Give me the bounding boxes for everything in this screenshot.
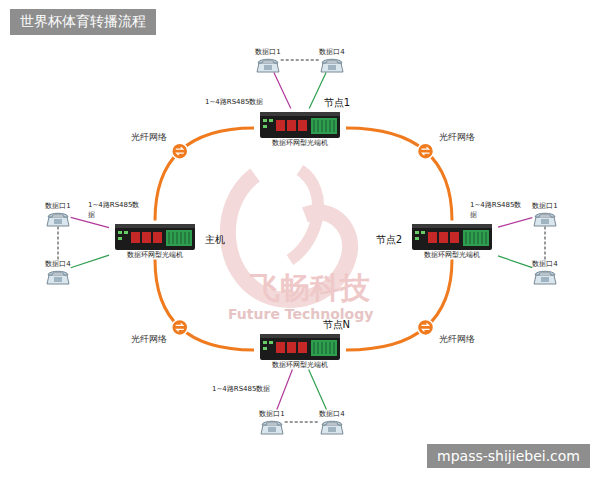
port-label: 数据口4 xyxy=(319,410,344,419)
phone-icon xyxy=(256,57,280,73)
source-banner: mpass-shijiebei.com xyxy=(427,444,590,468)
signal-label: 1~4路RS485数据 xyxy=(212,384,282,394)
data-wire xyxy=(309,370,327,410)
fiber-icon-disc xyxy=(172,319,188,335)
optical-transceiver xyxy=(259,109,341,139)
fiber-ring xyxy=(155,260,254,351)
fiber-icon-disc xyxy=(172,143,188,159)
edge-label: 光纤网络 xyxy=(130,131,168,144)
fiber-icon xyxy=(418,319,434,335)
data-port: 数据口1 xyxy=(45,202,70,227)
data-port: 数据口4 xyxy=(532,260,557,285)
fiber-icon xyxy=(172,319,188,335)
port-label: 数据口1 xyxy=(45,202,70,211)
fiber-icon-arrows xyxy=(422,147,430,155)
phone-icon xyxy=(320,57,344,73)
fiber-icon-arrows xyxy=(176,147,184,155)
data-wire xyxy=(309,73,326,109)
data-port: 数据口1 xyxy=(255,48,280,73)
fiber-node: 数据环网型光端机节点2 xyxy=(406,221,498,260)
phone-icon xyxy=(533,211,557,227)
phone-icon xyxy=(320,419,344,435)
fiber-icon-disc xyxy=(418,319,434,335)
watermark-text: 飞畅科技 xyxy=(250,268,410,309)
optical-transceiver xyxy=(114,221,196,251)
fiber-icon-disc xyxy=(418,143,434,159)
port-label: 数据口1 xyxy=(259,410,284,419)
model-label: 数据环网型光端机 xyxy=(109,251,201,260)
dashed-link xyxy=(281,60,320,61)
optical-transceiver xyxy=(411,221,493,251)
model-label: 数据环网型光端机 xyxy=(254,139,346,148)
title-banner: 世界杯体育转播流程 xyxy=(10,9,156,35)
signal-label: 1~4路RS485数据 xyxy=(88,200,140,220)
fiber-node: 数据环网型光端机节点1 xyxy=(254,109,346,148)
data-wire xyxy=(498,256,532,268)
data-port: 数据口4 xyxy=(45,260,70,285)
data-port: 数据口1 xyxy=(532,202,557,227)
phone-icon xyxy=(533,269,557,285)
data-wire xyxy=(274,73,291,109)
fiber-icon xyxy=(418,143,434,159)
node-name: 节点2 xyxy=(376,233,402,247)
watermark-swirl xyxy=(290,170,318,260)
edge-label: 光纤网络 xyxy=(438,333,476,346)
dashed-link xyxy=(58,227,59,260)
fiber-node: 数据环网型光端机主机 xyxy=(109,221,201,260)
port-label: 数据口4 xyxy=(319,48,344,57)
phone-icon xyxy=(46,269,70,285)
port-label: 数据口1 xyxy=(532,202,557,211)
fiber-icon xyxy=(172,143,188,159)
model-label: 数据环网型光端机 xyxy=(254,361,346,370)
data-port: 数据口1 xyxy=(259,410,284,435)
port-label: 数据口1 xyxy=(255,48,280,57)
fiber-icon-arrows xyxy=(422,323,430,331)
fiber-ring xyxy=(346,128,452,221)
data-port: 数据口4 xyxy=(319,48,344,73)
dashed-link xyxy=(545,227,546,260)
data-wire xyxy=(277,370,293,410)
edge-label: 光纤网络 xyxy=(438,131,476,144)
fiber-ring xyxy=(155,128,254,221)
node-name: 主机 xyxy=(205,233,225,247)
port-label: 数据口4 xyxy=(45,260,70,269)
optical-transceiver xyxy=(259,331,341,361)
dashed-link xyxy=(285,422,320,423)
node-name: 节点1 xyxy=(324,96,350,110)
watermark-text: Future Technology xyxy=(228,306,398,322)
port-label: 数据口4 xyxy=(532,260,557,269)
edge-label: 光纤网络 xyxy=(130,333,168,346)
signal-label: 1~4路RS485数据 xyxy=(470,200,522,220)
phone-icon xyxy=(260,419,284,435)
data-wire xyxy=(498,218,532,228)
model-label: 数据环网型光端机 xyxy=(406,251,498,260)
data-wire xyxy=(71,255,109,268)
fiber-node: 数据环网型光端机节点N xyxy=(254,331,346,370)
phone-icon xyxy=(46,211,70,227)
signal-label: 1~4路RS485数据 xyxy=(205,97,275,107)
node-name: 节点N xyxy=(323,318,350,332)
fiber-icon-arrows xyxy=(176,323,184,331)
data-port: 数据口4 xyxy=(319,410,344,435)
